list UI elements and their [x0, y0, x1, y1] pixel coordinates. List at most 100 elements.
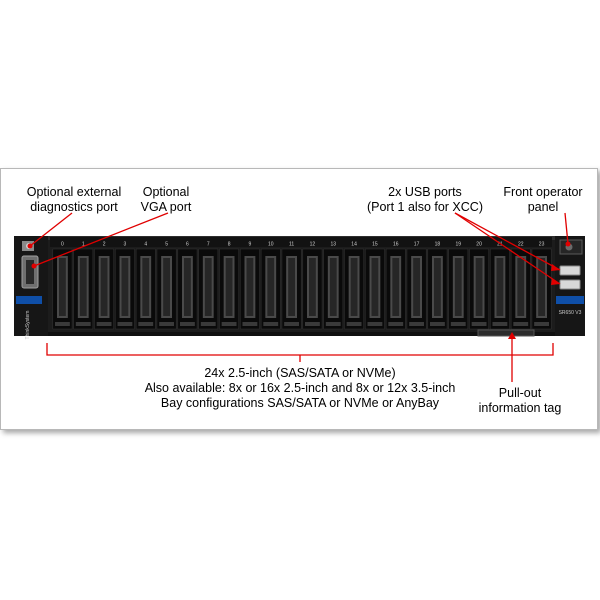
drive-bay-handle: [430, 322, 445, 326]
drive-bay-vent-inner: [329, 258, 337, 316]
drive-bay-vent-inner: [496, 258, 504, 316]
callout-usb-1-arrow: [551, 264, 560, 271]
callout-bays-bracket: [46, 343, 554, 356]
drive-bay[interactable]: [52, 248, 73, 330]
drive-bay-vent-inner: [517, 258, 525, 316]
drive-bay[interactable]: [281, 248, 302, 330]
drive-bay-vent-inner: [163, 258, 170, 316]
pull-out-info-tag[interactable]: [477, 329, 535, 337]
drive-bay-handle: [305, 322, 320, 326]
drive-bay[interactable]: [240, 248, 260, 330]
drive-bay-vent-inner: [267, 258, 275, 316]
callout-lines: [27, 212, 571, 382]
drive-bay[interactable]: [323, 248, 344, 330]
label-line: Also available: 8x or 16x 2.5-inch and 8…: [144, 381, 456, 395]
usb-port-2[interactable]: [559, 279, 581, 290]
label-line: 2x USB ports: [388, 185, 462, 199]
bay-number-label: 2: [103, 242, 106, 248]
drive-bay-handle: [55, 322, 70, 326]
bay-number-label: 21: [497, 242, 503, 248]
drive-bay[interactable]: [302, 248, 323, 330]
callout-front-panel-dot: [565, 241, 571, 247]
drive-bay[interactable]: [448, 248, 469, 330]
drive-bay[interactable]: [469, 248, 489, 330]
drive-bay-vent-inner: [434, 258, 441, 316]
callout-usb-1: [454, 212, 561, 271]
drive-bay-handle: [367, 322, 383, 326]
drive-bay-handle: [450, 322, 466, 326]
callout-diagnostics: [29, 212, 73, 247]
drive-bay[interactable]: [94, 248, 114, 330]
label-line: 24x 2.5-inch (SAS/SATA or NVMe): [204, 366, 396, 380]
drive-bay[interactable]: [73, 248, 94, 330]
drive-bay[interactable]: [219, 248, 239, 330]
label-drive-bays: 24x 2.5-inch (SAS/SATA or NVMe) Also ava…: [120, 366, 480, 411]
drive-bay[interactable]: [115, 248, 135, 330]
vga-connector-icon: [26, 260, 34, 284]
drive-bay-handle: [200, 322, 216, 326]
bay-number-label: 19: [455, 242, 461, 248]
drive-bay[interactable]: [406, 248, 427, 330]
drive-bay-handle: [96, 322, 112, 326]
drive-bay[interactable]: [427, 248, 448, 330]
usb-port-1[interactable]: [559, 265, 581, 276]
label-line: panel: [527, 200, 559, 214]
drive-bay-vent-inner: [246, 258, 254, 316]
bay-number-label: 23: [539, 242, 545, 248]
drive-bay-vent-inner: [121, 258, 129, 316]
release-latch-blue-right[interactable]: [556, 296, 584, 304]
label-info-tag: Pull-out information tag: [465, 386, 575, 416]
callout-usb-2-arrow: [551, 278, 560, 285]
drive-bay-vent-inner: [204, 258, 212, 316]
bay-number-label: 18: [435, 242, 441, 248]
bay-number-label: 1: [82, 242, 85, 248]
drive-bay-handle: [159, 322, 174, 326]
callout-vga: [33, 212, 169, 267]
callout-vga-dot: [31, 263, 37, 269]
label-line: VGA port: [140, 200, 192, 214]
drive-bay-vent-inner: [454, 258, 462, 316]
drive-bay-vent-inner: [538, 258, 545, 316]
bay-number-label: 8: [228, 242, 231, 248]
bay-number-label: 20: [476, 242, 482, 248]
drive-bay-handle: [325, 322, 341, 326]
label-line: diagnostics port: [30, 200, 118, 214]
drive-bay-vent-inner: [392, 258, 400, 316]
drive-bay-handle: [409, 322, 424, 326]
drive-bay[interactable]: [490, 248, 510, 330]
drive-bay-vent-inner: [475, 258, 483, 316]
drive-bay-handle: [284, 322, 299, 326]
drive-bay[interactable]: [177, 248, 198, 330]
drive-bay-handle: [534, 322, 549, 326]
drive-bay[interactable]: [198, 248, 219, 330]
bay-number-label: 11: [289, 242, 294, 248]
drive-bay-handle: [242, 322, 258, 326]
drive-bay[interactable]: [365, 248, 385, 330]
drive-bay-vent-inner: [79, 258, 87, 316]
bay-number-label: 13: [330, 242, 336, 248]
drive-bay-handle: [346, 322, 362, 326]
bay-number-label: 14: [351, 242, 357, 248]
drive-bay[interactable]: [510, 248, 531, 330]
release-latch-blue[interactable]: [16, 296, 42, 304]
right-ear-components: SR650 V3: [556, 239, 584, 316]
label-line: (Port 1 also for XCC): [366, 200, 483, 214]
drive-bay-vent-inner: [413, 258, 420, 316]
bay-number-strip: [50, 237, 552, 247]
drive-bay[interactable]: [385, 248, 406, 330]
label-line: Optional external: [26, 185, 122, 199]
bay-number-label: 17: [414, 242, 420, 248]
drive-bay[interactable]: [156, 248, 177, 330]
label-front-operator-panel: Front operator panel: [493, 185, 593, 215]
drive-bay-vent-inner: [59, 258, 66, 316]
drive-bay[interactable]: [531, 248, 552, 330]
callout-usb-2: [454, 212, 561, 285]
drive-bay[interactable]: [135, 248, 156, 330]
drive-bay[interactable]: [344, 248, 364, 330]
drive-bay[interactable]: [260, 248, 281, 330]
drive-bay-vent-inner: [350, 258, 358, 316]
label-line: information tag: [478, 401, 562, 415]
bay-number-label: 9: [249, 242, 252, 248]
